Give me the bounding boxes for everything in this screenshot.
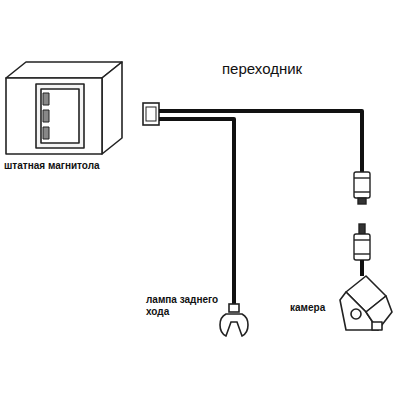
head-unit-label: штатная магнитола [4, 160, 100, 172]
reverse-lamp-label: лампа заднего хода [146, 294, 226, 317]
adapter-label: переходник [222, 60, 302, 77]
camera-label: камера [290, 302, 325, 314]
